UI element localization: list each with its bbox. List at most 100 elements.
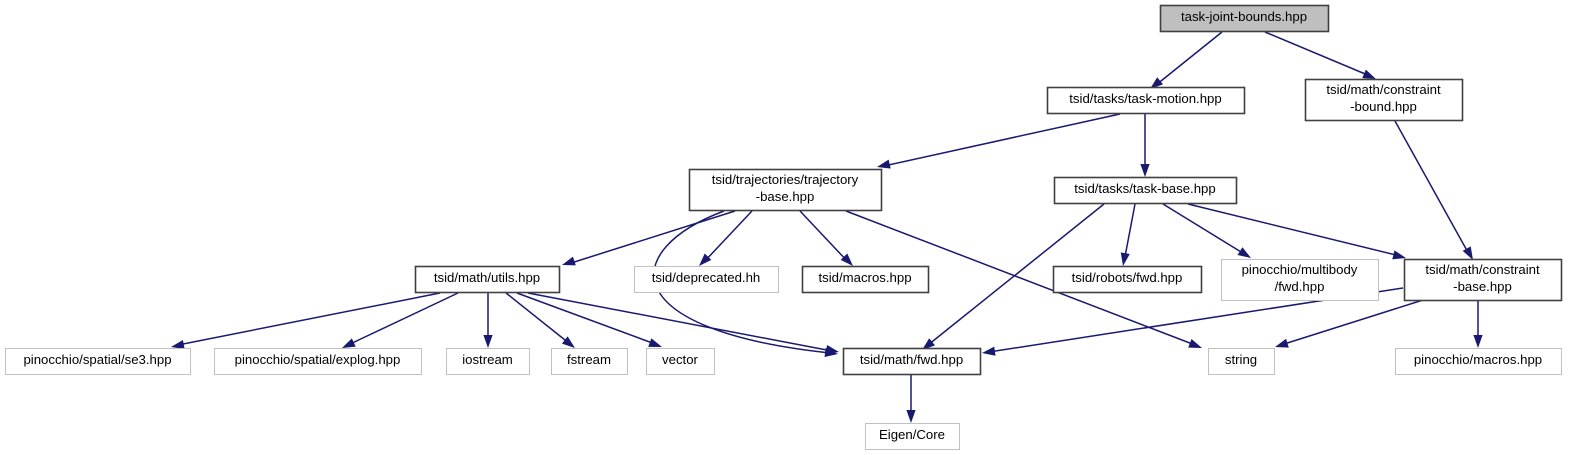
edge-math-utils-to-math-fwd — [527, 292, 839, 355]
edge-trajectory-base-to-math-utils — [562, 210, 736, 266]
node-trajectory-base[interactable]: tsid/trajectories/trajectory-base.hpp — [688, 168, 883, 212]
edge-task-motion-to-trajectory-base — [877, 113, 1121, 169]
node-hit-iostream[interactable] — [446, 348, 529, 374]
node-label: tsid/macros.hpp — [818, 270, 911, 285]
node-label: pinocchio/spatial/se3.hpp — [23, 352, 171, 367]
node-box[interactable] — [551, 348, 628, 375]
node-label: iostream — [462, 352, 513, 367]
node-hit-string[interactable] — [1208, 348, 1274, 374]
edge-math-fwd-to-eigen-core — [906, 375, 916, 423]
node-box[interactable] — [414, 265, 561, 294]
node-string[interactable]: string — [1208, 348, 1275, 375]
node-box[interactable] — [1053, 176, 1238, 205]
node-iostream[interactable]: iostream — [446, 348, 530, 375]
node-hit-task-motion[interactable] — [1047, 87, 1244, 113]
node-box[interactable] — [446, 348, 530, 375]
edge-constraint-bound-to-constraint-base — [1394, 120, 1473, 260]
edge-task-base-to-math-fwd — [922, 203, 1105, 350]
edge-math-utils-to-pin-se3 — [171, 292, 441, 350]
edge-trajectory-base-to-macros — [799, 210, 853, 266]
node-label: tsid/robots/fwd.hpp — [1072, 270, 1183, 285]
node-label: tsid/tasks/task-base.hpp — [1074, 181, 1215, 196]
edge-trajectory-base-to-deprecated — [699, 210, 753, 266]
node-label: vector — [662, 352, 699, 367]
node-box[interactable] — [1052, 265, 1203, 294]
node-hit-task-joint-bounds[interactable] — [1160, 5, 1328, 31]
node-hit-robots-fwd[interactable] — [1053, 266, 1201, 292]
node-eigen-core[interactable]: Eigen/Core — [865, 423, 960, 450]
edge-trajectory-base-to-string — [845, 210, 1202, 348]
edge-math-utils-to-iostream — [483, 293, 493, 348]
node-constraint-bound[interactable]: tsid/math/constraint-bound.hpp — [1304, 78, 1464, 122]
node-label: task-joint-bounds.hpp — [1181, 9, 1307, 24]
node-hit-task-base[interactable] — [1054, 177, 1236, 203]
node-robots-fwd[interactable]: tsid/robots/fwd.hpp — [1052, 265, 1203, 294]
edge-math-utils-to-pin-explog — [342, 292, 459, 348]
node-hit-macros[interactable] — [802, 266, 928, 292]
node-pin-se3[interactable]: pinocchio/spatial/se3.hpp — [5, 348, 191, 375]
node-pin-explog[interactable]: pinocchio/spatial/explog.hpp — [214, 348, 422, 375]
node-box[interactable] — [688, 168, 883, 212]
node-box[interactable] — [801, 265, 930, 294]
node-box[interactable] — [865, 423, 960, 450]
node-macros[interactable]: tsid/macros.hpp — [801, 265, 930, 294]
node-label: Eigen/Core — [879, 427, 945, 442]
node-label: pinocchio/macros.hpp — [1414, 352, 1542, 367]
node-math-utils[interactable]: tsid/math/utils.hpp — [414, 265, 561, 294]
node-box[interactable] — [646, 348, 715, 375]
node-hit-pin-se3[interactable] — [5, 348, 190, 374]
node-label: tsid/deprecated.hh — [652, 270, 761, 285]
node-hit-math-fwd[interactable] — [843, 348, 980, 374]
node-label: tsid/math/utils.hpp — [434, 270, 540, 285]
edge-task-motion-to-task-base — [1140, 114, 1150, 177]
node-hit-pin-macros[interactable] — [1395, 348, 1561, 374]
node-box[interactable] — [1046, 86, 1246, 115]
node-task-motion[interactable]: tsid/tasks/task-motion.hpp — [1046, 86, 1246, 115]
node-pin-multibody-fwd[interactable]: pinocchio/multibody/fwd.hpp — [1221, 259, 1379, 301]
node-hit-eigen-core[interactable] — [865, 423, 959, 449]
node-box[interactable] — [5, 348, 191, 375]
node-box[interactable] — [1208, 348, 1275, 375]
node-deprecated[interactable]: tsid/deprecated.hh — [634, 266, 779, 293]
node-hit-deprecated[interactable] — [634, 266, 778, 292]
edge-layer — [171, 31, 1483, 423]
node-layer: task-joint-bounds.hpp tsid/tasks/task-mot… — [5, 4, 1563, 450]
node-label: string — [1225, 352, 1257, 367]
node-label: tsid/math/constraint-base.hpp — [1425, 262, 1540, 294]
edge-task-base-to-robots-fwd — [1120, 203, 1136, 266]
edge-constraint-base-to-pin-macros — [1473, 300, 1483, 348]
node-vector[interactable]: vector — [646, 348, 715, 375]
node-box[interactable] — [1395, 348, 1562, 375]
node-box[interactable] — [1403, 258, 1563, 302]
edge-constraint-base-to-string — [1275, 299, 1424, 348]
node-label: fstream — [567, 352, 611, 367]
node-hit-trajectory-base[interactable] — [689, 169, 881, 210]
node-label: tsid/math/fwd.hpp — [860, 352, 963, 367]
node-hit-vector[interactable] — [646, 348, 714, 374]
node-task-joint-bounds[interactable]: task-joint-bounds.hpp — [1159, 4, 1330, 33]
node-constraint-base[interactable]: tsid/math/constraint-base.hpp — [1403, 258, 1563, 302]
node-task-base[interactable]: tsid/tasks/task-base.hpp — [1053, 176, 1238, 205]
node-hit-constraint-bound[interactable] — [1305, 79, 1462, 120]
node-hit-fstream[interactable] — [551, 348, 627, 374]
edge-math-utils-to-fstream — [505, 292, 575, 348]
node-box[interactable] — [1159, 4, 1330, 33]
node-pin-macros[interactable]: pinocchio/macros.hpp — [1395, 348, 1562, 375]
node-box[interactable] — [634, 266, 779, 293]
node-label: tsid/tasks/task-motion.hpp — [1069, 91, 1221, 106]
node-box[interactable] — [842, 347, 982, 376]
node-box[interactable] — [1304, 78, 1464, 122]
edge-task-base-to-constraint-base — [1187, 203, 1406, 260]
node-hit-pin-multibody-fwd[interactable] — [1221, 259, 1378, 300]
node-math-fwd[interactable]: tsid/math/fwd.hpp — [842, 347, 982, 376]
edge-task-joint-bounds-to-task-motion — [1150, 31, 1223, 89]
edge-math-utils-to-vector — [516, 292, 662, 347]
node-hit-constraint-base[interactable] — [1404, 259, 1561, 300]
node-hit-pin-explog[interactable] — [214, 348, 421, 374]
node-box[interactable] — [214, 348, 422, 375]
node-fstream[interactable]: fstream — [551, 348, 628, 375]
node-hit-math-utils[interactable] — [415, 266, 559, 292]
node-box[interactable] — [1221, 259, 1379, 301]
